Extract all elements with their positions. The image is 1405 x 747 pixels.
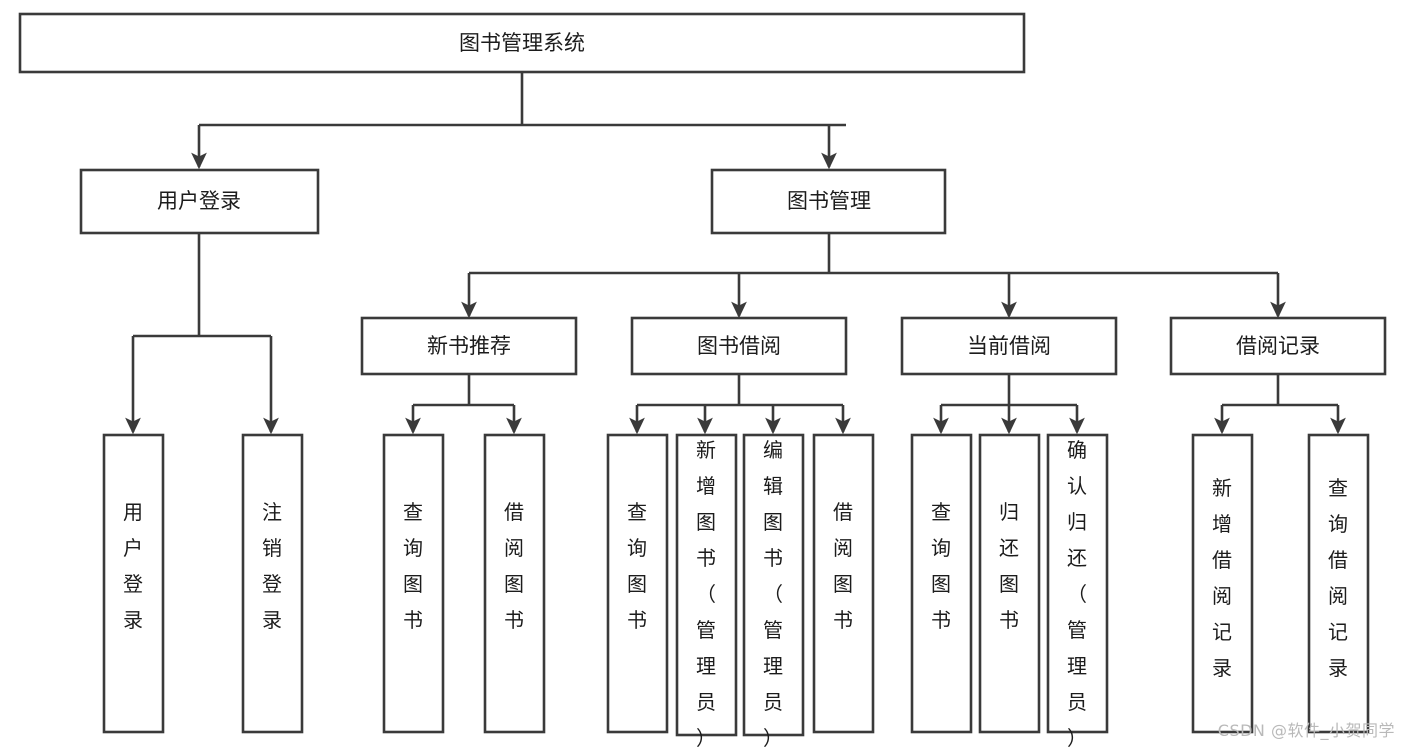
node-leaf-edit-book-label: 编辑图书（管理员） — [763, 438, 783, 747]
node-user-login[interactable]: 用户登录 — [79, 168, 320, 235]
node-current-borrow-box[interactable] — [900, 316, 1118, 376]
node-leaf-confirm-return-label: 确认归还（管理员） — [1067, 438, 1087, 747]
node-book-borrow-label: 图书借阅 — [697, 334, 781, 358]
node-user-login-box[interactable] — [79, 168, 320, 235]
node-book-borrow[interactable]: 图书借阅 — [630, 316, 848, 376]
node-leaf-query-book-3[interactable]: 查询图书 — [910, 433, 973, 734]
node-leaf-query-book-2-box[interactable] — [606, 433, 669, 734]
node-borrow-record[interactable]: 借阅记录 — [1169, 316, 1387, 376]
node-leaf-add-book-box[interactable] — [675, 433, 738, 737]
node-borrow-record-label: 借阅记录 — [1236, 334, 1320, 358]
node-leaf-edit-book-box[interactable] — [742, 433, 805, 737]
node-leaf-borrow-book-2[interactable]: 借阅图书 — [812, 433, 875, 734]
node-book-manage-box[interactable] — [710, 168, 947, 235]
node-leaf-logout-box[interactable] — [241, 433, 304, 734]
node-leaf-add-record-label: 新增借阅记录 — [1212, 476, 1232, 680]
node-leaf-add-record[interactable]: 新增借阅记录 — [1191, 433, 1254, 734]
node-new-book-rec-label: 新书推荐 — [427, 334, 511, 358]
node-root-box[interactable] — [18, 12, 1026, 74]
node-book-borrow-box[interactable] — [630, 316, 848, 376]
node-current-borrow[interactable]: 当前借阅 — [900, 316, 1118, 376]
node-leaf-query-book-3-box[interactable] — [910, 433, 973, 734]
node-book-manage-label: 图书管理 — [787, 189, 871, 213]
node-leaf-query-book-1-box[interactable] — [382, 433, 445, 734]
node-leaf-confirm-return-box[interactable] — [1046, 433, 1109, 734]
node-leaf-query-book-2-label: 查询图书 — [627, 500, 647, 632]
node-leaf-return-book-box[interactable] — [978, 433, 1041, 734]
node-root-label: 图书管理系统 — [459, 31, 585, 55]
node-leaf-query-record-box[interactable] — [1307, 433, 1370, 734]
node-leaf-confirm-return[interactable]: 确认归还（管理员） — [1046, 433, 1109, 747]
node-leaf-add-book[interactable]: 新增图书（管理员） — [675, 433, 738, 747]
node-leaf-add-book-label: 新增图书（管理员） — [696, 438, 716, 747]
node-book-manage[interactable]: 图书管理 — [710, 168, 947, 235]
node-leaf-logout-label: 注销登录 — [262, 500, 282, 632]
node-leaf-edit-book[interactable]: 编辑图书（管理员） — [742, 433, 805, 747]
edges-layer — [125, 72, 1346, 435]
node-leaf-return-book[interactable]: 归还图书 — [978, 433, 1041, 734]
node-leaf-query-book-1-label: 查询图书 — [403, 500, 423, 632]
node-new-book-rec[interactable]: 新书推荐 — [360, 316, 578, 376]
node-user-login-label: 用户登录 — [157, 189, 241, 213]
csdn-watermark: CSDN @软件_小贺同学 — [1217, 721, 1395, 740]
node-leaf-user-login-box[interactable] — [102, 433, 165, 734]
node-leaf-borrow-book-1[interactable]: 借阅图书 — [483, 433, 546, 734]
node-leaf-borrow-book-2-box[interactable] — [812, 433, 875, 734]
node-leaf-logout[interactable]: 注销登录 — [241, 433, 304, 734]
node-leaf-return-book-label: 归还图书 — [999, 500, 1019, 632]
node-current-borrow-label: 当前借阅 — [967, 334, 1051, 358]
node-leaf-user-login-label: 用户登录 — [123, 500, 143, 632]
node-leaf-query-book-1[interactable]: 查询图书 — [382, 433, 445, 734]
node-leaf-user-login[interactable]: 用户登录 — [102, 433, 165, 734]
node-leaf-query-book-3-label: 查询图书 — [931, 500, 951, 632]
node-borrow-record-box[interactable] — [1169, 316, 1387, 376]
node-leaf-add-record-box[interactable] — [1191, 433, 1254, 734]
node-leaf-borrow-book-1-box[interactable] — [483, 433, 546, 734]
node-leaf-query-record[interactable]: 查询借阅记录 — [1307, 433, 1370, 734]
node-leaf-borrow-book-1-label: 借阅图书 — [504, 500, 524, 632]
node-new-book-rec-box[interactable] — [360, 316, 578, 376]
node-leaf-query-record-label: 查询借阅记录 — [1328, 476, 1348, 680]
node-leaf-borrow-book-2-label: 借阅图书 — [833, 500, 853, 632]
node-root[interactable]: 图书管理系统 — [18, 12, 1026, 74]
node-leaf-query-book-2[interactable]: 查询图书 — [606, 433, 669, 734]
